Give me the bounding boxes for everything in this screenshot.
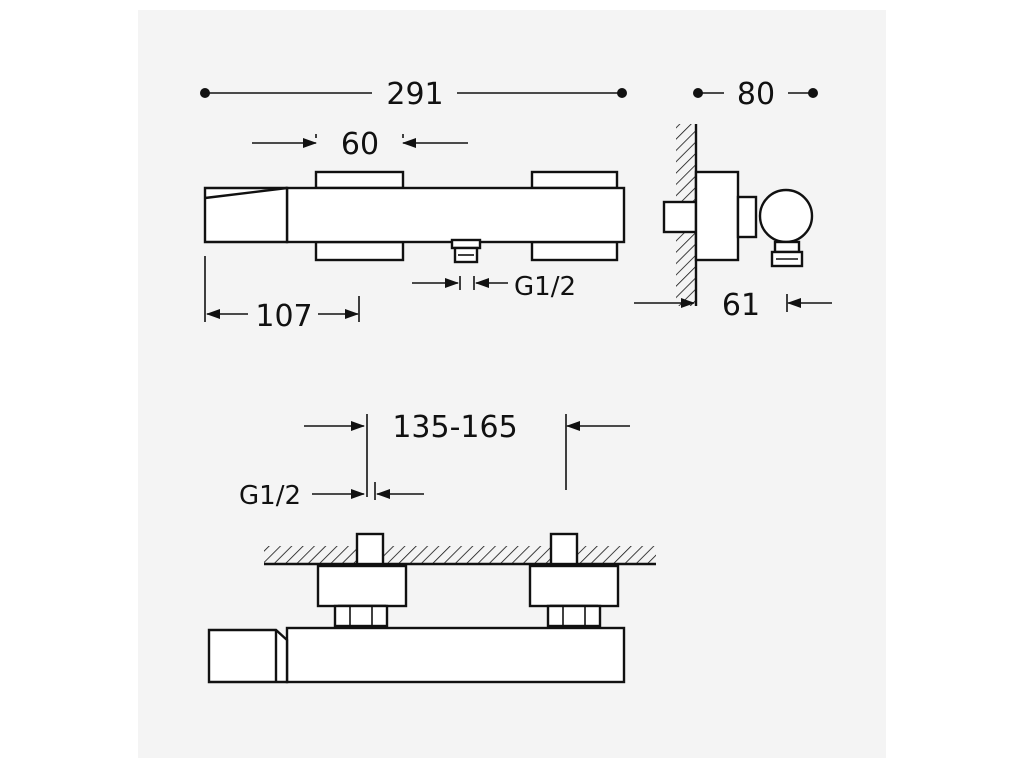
- dimension-135-165-label: 135-165: [392, 410, 517, 445]
- dimension-61-label: 61: [722, 288, 760, 323]
- left-handle-bottom: [314, 240, 405, 262]
- dimension-60-label: 60: [341, 127, 379, 162]
- dimension-g12-inlet-label: G1/2: [239, 481, 301, 511]
- dimension-80-label: 80: [737, 77, 775, 112]
- side-outlet-upper: [773, 240, 801, 254]
- dimension-inlet-spacing: 135-165: [304, 410, 630, 497]
- top-mixer-end-cap: [207, 628, 289, 684]
- dimension-107-label: 107: [255, 299, 312, 334]
- dimension-overall-length: 291: [200, 77, 627, 112]
- outlet-connector: [450, 238, 482, 264]
- right-eccentric-block: [528, 564, 620, 608]
- left-nut: [333, 604, 389, 635]
- dimension-outlet-thread: G1/2: [412, 272, 576, 302]
- dimension-handle-width: 60: [252, 127, 468, 162]
- dimension-left-offset: 107: [204, 256, 360, 334]
- dimension-inlet-thread: G1/2: [239, 481, 424, 511]
- side-view: 80 61: [634, 77, 832, 323]
- front-view: 291 60: [200, 77, 627, 334]
- side-inlet-stub: [662, 200, 698, 234]
- side-connector: [736, 195, 758, 239]
- mixer-end-cap: [203, 186, 289, 244]
- mixer-body: [285, 186, 626, 244]
- right-handle-bottom: [530, 240, 619, 262]
- side-knob: [758, 188, 814, 244]
- left-handle-top: [314, 170, 405, 190]
- right-handle-top: [530, 170, 619, 190]
- dimension-depth: 80: [693, 77, 818, 112]
- wall-hatch-top: [264, 546, 656, 564]
- dimension-291-label: 291: [386, 77, 443, 112]
- dimension-wall-offset: 61: [634, 288, 832, 323]
- left-eccentric-block: [316, 564, 408, 608]
- top-mixer-body: [285, 626, 626, 684]
- right-inlet-stub: [549, 532, 579, 566]
- dimension-g12-outlet-label: G1/2: [514, 272, 576, 302]
- side-body-block: [694, 170, 740, 262]
- top-view: 135-165 G1/2: [207, 410, 656, 684]
- left-inlet-stub: [355, 532, 385, 566]
